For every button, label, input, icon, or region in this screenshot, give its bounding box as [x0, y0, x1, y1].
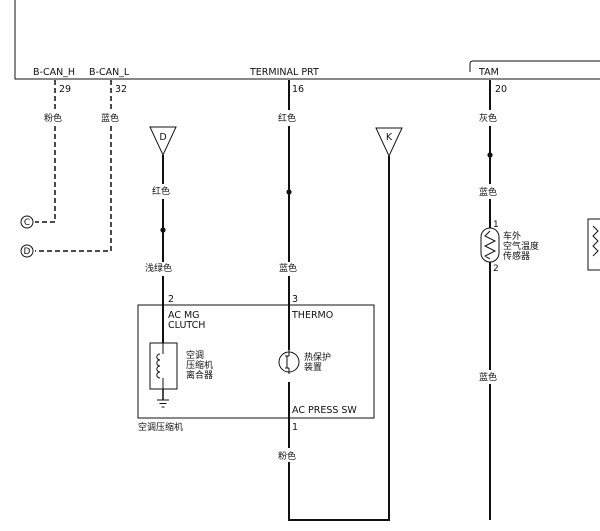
press-sw-name: AC PRESS SW — [292, 405, 357, 416]
ground-icon — [157, 399, 169, 408]
compressor-box — [137, 304, 375, 419]
wire-k-loop — [288, 156, 390, 521]
pin-number-tam: 20 — [495, 84, 507, 95]
clutch-name-1: AC MG — [168, 310, 200, 321]
connector-d-symbol — [20, 244, 34, 258]
compressor-label: 空调压缩机 — [138, 421, 183, 433]
module-box-outline — [14, 0, 600, 80]
wire-color-k-mid: 蓝色 — [279, 262, 297, 274]
clutch-name-2: CLUTCH — [168, 320, 205, 331]
wire-color-bottom-mid: 粉色 — [278, 450, 296, 462]
thermistor-zigzag — [483, 230, 497, 260]
connector-d-triangle-letter: D — [159, 132, 166, 143]
thermal-protector-contacts — [285, 350, 290, 374]
wire-bcan-h — [35, 80, 56, 223]
pin-name-tam: TAM — [478, 67, 499, 78]
wire-color-tam-mid: 蓝色 — [479, 186, 497, 198]
pin-number-bcan-h: 29 — [59, 84, 71, 95]
wire-color-d-upper: 红色 — [152, 185, 170, 197]
pin-name-bcan-h: B-CAN_H — [33, 67, 75, 78]
connector-c-symbol — [20, 215, 34, 229]
thermo-desc-2: 装置 — [304, 361, 322, 373]
clutch-desc-3: 离合器 — [186, 369, 213, 381]
wire-color-tam-lower: 蓝色 — [479, 371, 497, 383]
wire-bcan-l — [35, 80, 112, 252]
connector-k-triangle-letter: K — [386, 132, 393, 143]
connector-d-triangle — [149, 126, 177, 157]
wire-color-d-lower: 浅绿色 — [145, 262, 172, 274]
pin-name-bcan-l: B-CAN_L — [89, 67, 130, 78]
thermistor-icon — [480, 227, 500, 263]
tam-bracket — [469, 60, 600, 72]
press-pin: 1 — [292, 422, 298, 433]
connector-c-letter: C — [24, 218, 30, 228]
pin-name-terminal-prt: TERMINAL PRT — [249, 67, 319, 78]
wire-color-tam: 灰色 — [479, 112, 497, 124]
sensor-desc-3: 传感器 — [503, 250, 530, 262]
splice-tam — [487, 152, 493, 158]
sensor-desc-2: 空气温度 — [503, 240, 539, 252]
wire-color-terminal-prt: 红色 — [278, 112, 296, 124]
clutch-coil-winding — [156, 343, 164, 389]
splice-terminal-prt — [286, 189, 292, 195]
edge-component-zigzag — [592, 225, 599, 257]
thermo-pin: 3 — [292, 294, 298, 305]
wire-color-bcan-l: 蓝色 — [101, 112, 119, 124]
thermo-name: THERMO — [291, 310, 333, 321]
sensor-desc-1: 车外 — [503, 230, 521, 242]
connector-k-triangle — [375, 127, 403, 158]
pin-number-terminal-prt: 16 — [292, 84, 304, 95]
clutch-desc-1: 空调 — [186, 349, 204, 361]
wire-color-bcan-h: 粉色 — [44, 112, 62, 124]
connector-d-letter: D — [24, 247, 31, 257]
thermo-desc-1: 热保护 — [304, 351, 331, 363]
pin-number-bcan-l: 32 — [115, 84, 127, 95]
clutch-pin: 2 — [168, 294, 174, 305]
sensor-pin-bottom: 2 — [493, 264, 499, 274]
clutch-desc-2: 压缩机 — [186, 359, 213, 371]
splice-d — [160, 227, 166, 233]
sensor-pin-top: 1 — [493, 220, 499, 230]
